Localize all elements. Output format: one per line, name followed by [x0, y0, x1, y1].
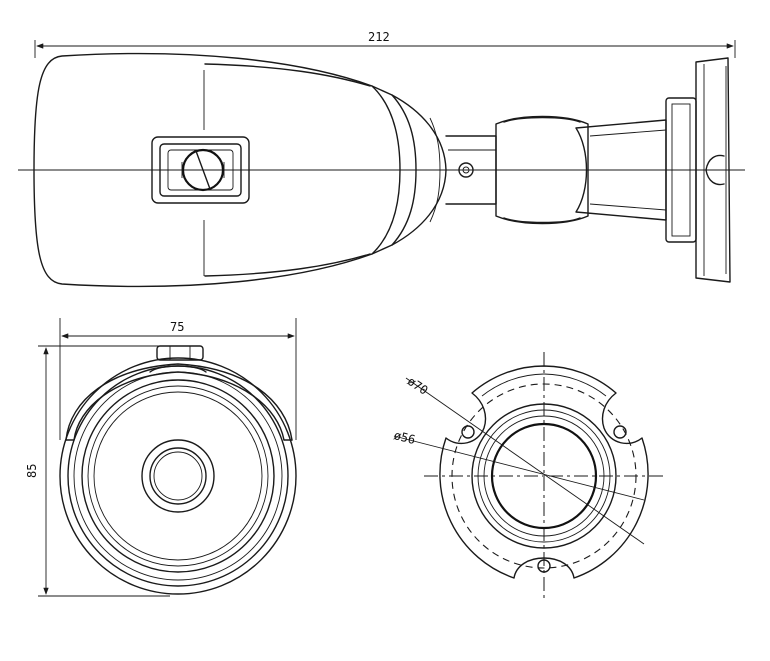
side-view: 212: [18, 30, 745, 288]
front-bezel-ring: [429, 117, 441, 223]
mount-holes: [461, 425, 627, 573]
front-bezel-inner: [391, 94, 417, 246]
mount-arm: [575, 119, 667, 221]
lens-inner: [149, 447, 207, 505]
front-view: 75 85: [25, 318, 297, 597]
dimension-width: 75: [59, 318, 297, 440]
wall-base: [665, 57, 731, 283]
sunshield-wings: [65, 363, 293, 441]
base-flange: [439, 365, 649, 579]
base-view: ø70 ø56: [392, 352, 664, 600]
dimension-height: 85: [25, 345, 170, 597]
bolt-circle: [451, 383, 637, 569]
adjustment-knob: [151, 136, 250, 204]
dimension-overall-length: 212: [34, 30, 736, 58]
front-glass-ring: [81, 379, 275, 573]
height-label: 85: [25, 464, 39, 478]
sunshield-bottom-edge: [204, 253, 371, 277]
front-top-knob: [156, 345, 204, 361]
sunshield-top-edge: [204, 63, 371, 87]
base-center-opening: [490, 422, 598, 530]
dimension-mount-inner: ø56: [392, 428, 645, 501]
width-label: 75: [170, 320, 184, 334]
lens-outer: [141, 439, 215, 513]
mount-outer-diameter-label: ø70: [405, 374, 431, 398]
swivel-joint: [495, 115, 589, 225]
front-outer-ring: [59, 357, 297, 595]
front-bezel: [371, 85, 401, 255]
base-inner-ring: [471, 403, 617, 549]
overall-length-label: 212: [368, 30, 390, 44]
mount-inner-diameter-label: ø56: [392, 428, 416, 447]
